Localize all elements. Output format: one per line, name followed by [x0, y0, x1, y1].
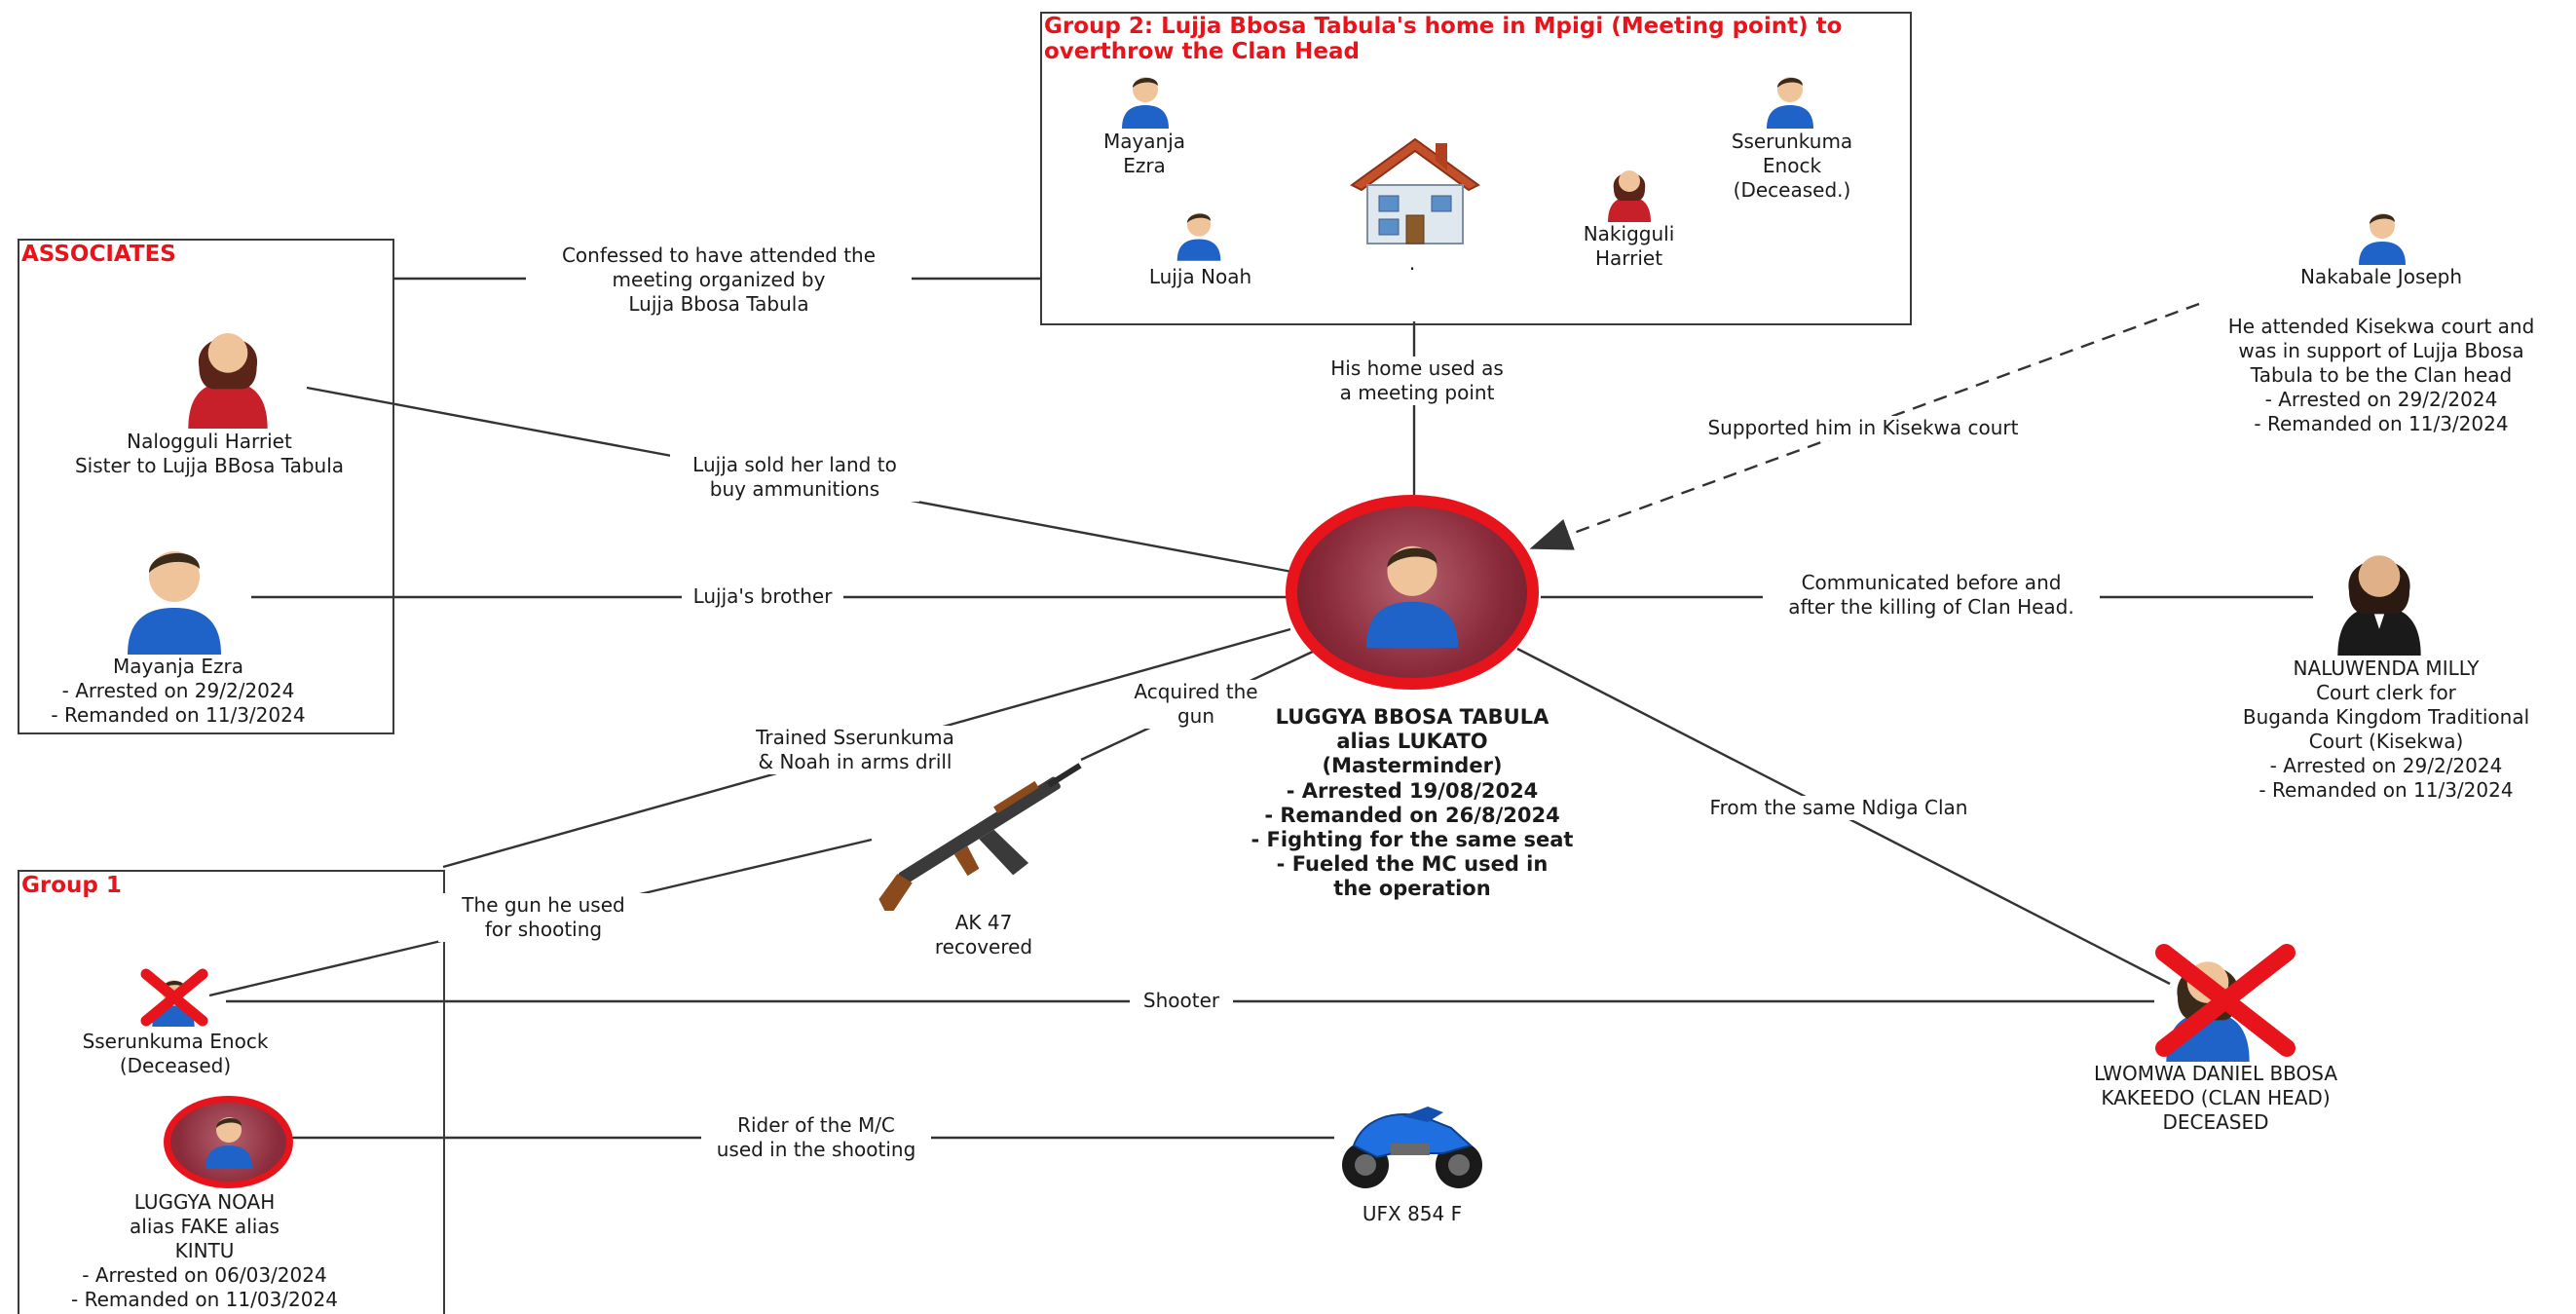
associates-box	[18, 239, 394, 734]
motorcycle-label: UFX 854 F	[1362, 1202, 1463, 1225]
female-person-icon	[188, 333, 268, 429]
edge-label-supported: Supported him in Kisekwa court	[1690, 416, 2036, 440]
center-name: LUGGYA BBOSA TABULA alias LUKATO (Master…	[1275, 705, 1549, 777]
person-icon	[1176, 212, 1221, 261]
person-icon	[2359, 213, 2406, 265]
edge-label-rider: Rider of the M/C used in the shooting	[701, 1113, 931, 1162]
edge-label-home-used: His home used as a meeting point	[1305, 357, 1529, 405]
group2-box	[1040, 12, 1912, 325]
g2-nakigguli-label: Nakigguli Harriet	[1583, 222, 1675, 270]
edge-label-acquired: Acquired the gun	[1120, 680, 1272, 729]
associate-mayanja-label: Mayanja Ezra - Arrested on 29/2/2024 - R…	[51, 655, 306, 727]
g2-mayanja-label: Mayanja Ezra	[1102, 130, 1186, 177]
edge-label-brother: Lujja's brother	[682, 584, 843, 609]
motorcycle-icon	[1342, 1107, 1482, 1188]
female-officer-icon	[2337, 555, 2421, 656]
center-details: - Arrested 19/08/2024 - Remanded on 26/8…	[1251, 779, 1574, 900]
edge-label-gun-used: The gun he used for shooting	[438, 893, 649, 942]
naluwenda-label: NALUWENDA MILLY Court clerk for Buganda …	[2242, 657, 2530, 802]
associates-title: ASSOCIATES	[21, 242, 176, 267]
associate-harriet-label: Nalogguli Harriet Sister to Lujja BBosa …	[74, 430, 345, 477]
edge-label-trained: Trained Sserunkuma & Noah in arms drill	[740, 726, 970, 774]
person-icon	[1767, 77, 1813, 129]
nakabale-note: He attended Kisekwa court and was in sup…	[2227, 315, 2535, 435]
female-person-icon	[1608, 170, 1651, 222]
ak47-label: AK 47 recovered	[934, 911, 1033, 958]
edge-label-confessed: Confessed to have attended the meeting o…	[526, 244, 912, 317]
clan-head-label: LWOMWA DANIEL BBOSA KAKEEDO (CLAN HEAD) …	[2093, 1062, 2338, 1134]
rifle-icon	[878, 763, 1082, 911]
house-icon	[1350, 137, 1480, 244]
person-icon	[1122, 77, 1169, 129]
nakabale-label: Nakabale Joseph	[2299, 265, 2463, 288]
person-icon	[205, 1117, 252, 1169]
g1-sserunkuma-label: Sserunkuma Enock (Deceased)	[82, 1030, 269, 1077]
g2-house-dot: .	[1408, 251, 1416, 275]
red-x-icon	[140, 968, 208, 1027]
g2-sserunkuma-label: Sserunkuma Enock (Deceased.)	[1731, 130, 1853, 202]
edge-label-same-clan: From the same Ndiga Clan	[1685, 796, 1993, 820]
person-icon	[128, 551, 221, 655]
edge-label-shooter: Shooter	[1130, 989, 1233, 1013]
g1-noah-label: LUGGYA NOAH alias FAKE alias KINTU - Arr…	[71, 1190, 338, 1311]
group2-title: Group 2: Lujja Bbosa Tabula's home in Mp…	[1044, 14, 1843, 64]
group1-title: Group 1	[21, 873, 122, 898]
red-x-icon	[2155, 944, 2296, 1057]
edge-label-communicated: Communicated before and after the killin…	[1763, 571, 2100, 619]
g2-lujja-noah-label: Lujja Noah	[1148, 265, 1252, 288]
group1-box	[18, 870, 445, 1314]
edge-supported	[1529, 302, 2200, 550]
person-icon	[1365, 545, 1459, 648]
edge-label-sold-land: Lujja sold her land to buy ammunitions	[670, 453, 919, 502]
